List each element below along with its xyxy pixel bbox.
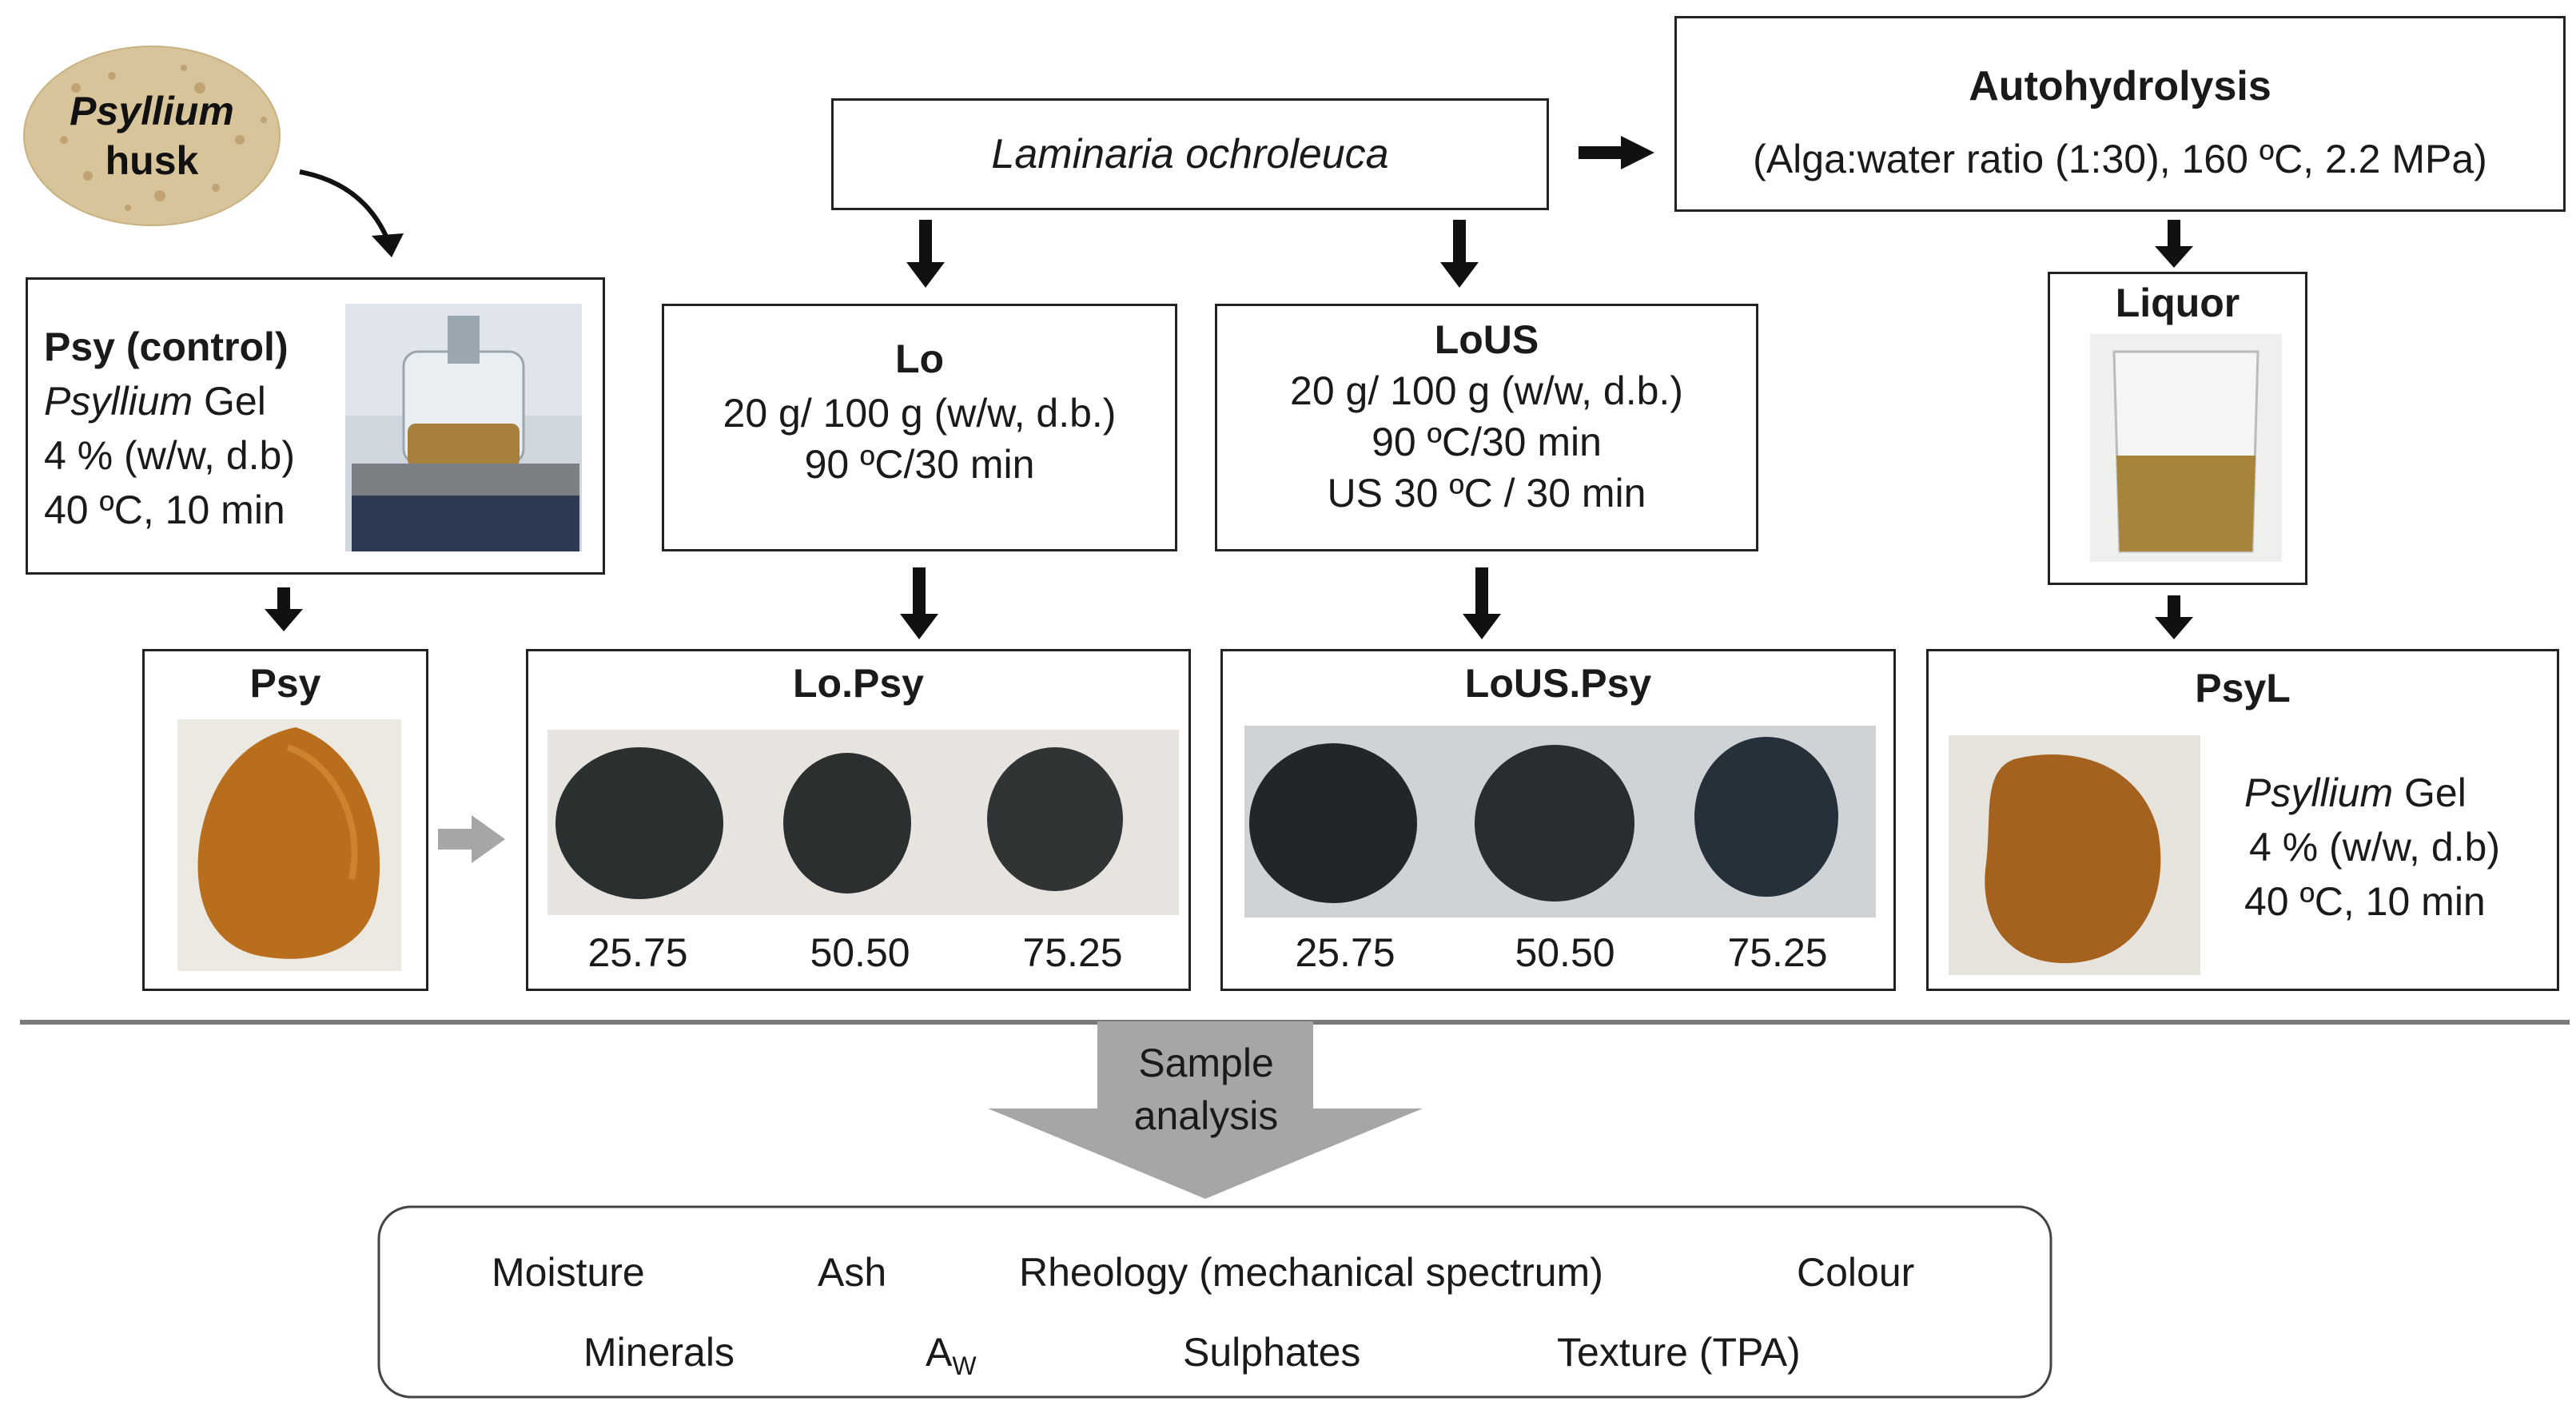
down-arrow-psyl (2155, 595, 2193, 639)
lous-psy-ratio-1: 25.75 (1295, 930, 1395, 975)
psy-box: Psy (142, 649, 428, 991)
psyllium-husk-label: Psyllium husk (40, 86, 264, 185)
down-arrow-lo (906, 220, 945, 288)
analysis-sulphates: Sulphates (1183, 1330, 1361, 1375)
liquor-title: Liquor (2115, 281, 2240, 325)
psy-control-box (26, 277, 605, 575)
psyl-title: PsyL (2195, 666, 2291, 710)
psy-control-gel: Psyllium Gel (44, 379, 266, 424)
laminaria-box: Laminaria ochroleuca (831, 98, 1549, 210)
psyl-cond: 40 ºC, 10 min (2244, 879, 2486, 924)
lam-to-auto-arrow-shaft (1579, 146, 1622, 159)
psyl-box: PsyL (1926, 649, 2559, 991)
psy-control-conc: 4 % (w/w, d.b) (44, 433, 295, 478)
psy-control-cond: 40 ºC, 10 min (44, 488, 285, 532)
lo-psy-title: Lo.Psy (793, 661, 924, 706)
lous-psy-box: LoUS.Psy (1220, 649, 1896, 991)
lous-line3: US 30 ºC / 30 min (1327, 471, 1646, 515)
lous-line1: 20 g/ 100 g (w/w, d.b.) (1290, 368, 1683, 413)
analysis-texture: Texture (TPA) (1557, 1330, 1801, 1375)
psyl-gel: Psyllium Gel (2244, 770, 2467, 815)
lous-title: LoUS (1434, 317, 1539, 362)
lous-psy-ratio-3: 75.25 (1727, 930, 1828, 975)
psyl-conc: 4 % (w/w, d.b) (2249, 825, 2500, 870)
lo-psy-photo (547, 730, 1179, 915)
analysis-colour: Colour (1797, 1250, 1915, 1295)
liquor-beaker-photo (2090, 334, 2282, 562)
lo-psy-ratio-2: 50.50 (810, 930, 910, 975)
lo-line2: 90 ºC/30 min (804, 442, 1035, 487)
husk-arrowhead (372, 233, 404, 257)
analysis-aw: AW (926, 1330, 977, 1380)
lous-line2: 90 ºC/30 min (1372, 420, 1602, 464)
psyl-gel-photo (1949, 735, 2200, 975)
husk-line2: husk (105, 138, 199, 183)
autohydrolysis-title: Autohydrolysis (1969, 63, 2271, 109)
psy-title: Psy (249, 661, 321, 706)
sample-analysis-label: Sample analysis (1133, 1041, 1279, 1138)
liquor-box: Liquor (2048, 272, 2307, 585)
husk-line1: Psyllium (70, 89, 234, 133)
analysis-ash: Ash (818, 1250, 887, 1295)
husk-curved-arrow (299, 169, 390, 241)
down-arrow-liquor (2155, 220, 2193, 268)
analyses-box (377, 1205, 2052, 1399)
down-arrow-psy (265, 587, 303, 631)
autohydrolysis-detail: (Alga:water ratio (1:30), 160 ºC, 2.2 MP… (1753, 137, 2487, 181)
lous-psy-ratio-2: 50.50 (1515, 930, 1615, 975)
grey-arrow-psy-to-lopsy (438, 815, 505, 863)
psyl-text: Psyllium Gel 4 % (w/w, d.b) 40 ºC, 10 mi… (2244, 766, 2548, 929)
autohydrolysis-box: Autohydrolysis (Alga:water ratio (1:30),… (1674, 16, 2566, 212)
laminaria-label: Laminaria ochroleuca (991, 131, 1389, 177)
lo-box: Lo 20 g/ 100 g (w/w, d.b.) 90 ºC/30 min (662, 304, 1177, 551)
lo-psy-box: Lo.Psy (526, 649, 1191, 991)
lo-psy-ratio-3: 75.25 (1022, 930, 1123, 975)
analysis-moisture: Moisture (492, 1250, 645, 1295)
down-arrow-lous (1440, 220, 1479, 288)
lam-to-auto-arrowhead (1621, 136, 1654, 169)
lous-psy-photo (1244, 726, 1876, 917)
psy-control-photo (345, 304, 582, 551)
lous-psy-title: LoUS.Psy (1464, 661, 1652, 706)
analysis-rheology: Rheology (mechanical spectrum) (1019, 1250, 1603, 1295)
psy-control-text: Psy (control) Psyllium Gel 4 % (w/w, d.b… (44, 320, 348, 537)
lous-box: LoUS 20 g/ 100 g (w/w, d.b.) 90 ºC/30 mi… (1215, 304, 1758, 551)
psy-gel-photo (177, 719, 401, 971)
sample-analysis-arrow (988, 1021, 1423, 1199)
down-arrow-lous-psy (1463, 567, 1501, 639)
lo-psy-ratio-1: 25.75 (587, 930, 688, 975)
down-arrow-lo-psy (900, 567, 938, 639)
lo-line1: 20 g/ 100 g (w/w, d.b.) (723, 391, 1117, 436)
lo-title: Lo (894, 336, 945, 381)
psy-control-title: Psy (control) (44, 324, 289, 369)
analysis-minerals: Minerals (583, 1330, 735, 1375)
